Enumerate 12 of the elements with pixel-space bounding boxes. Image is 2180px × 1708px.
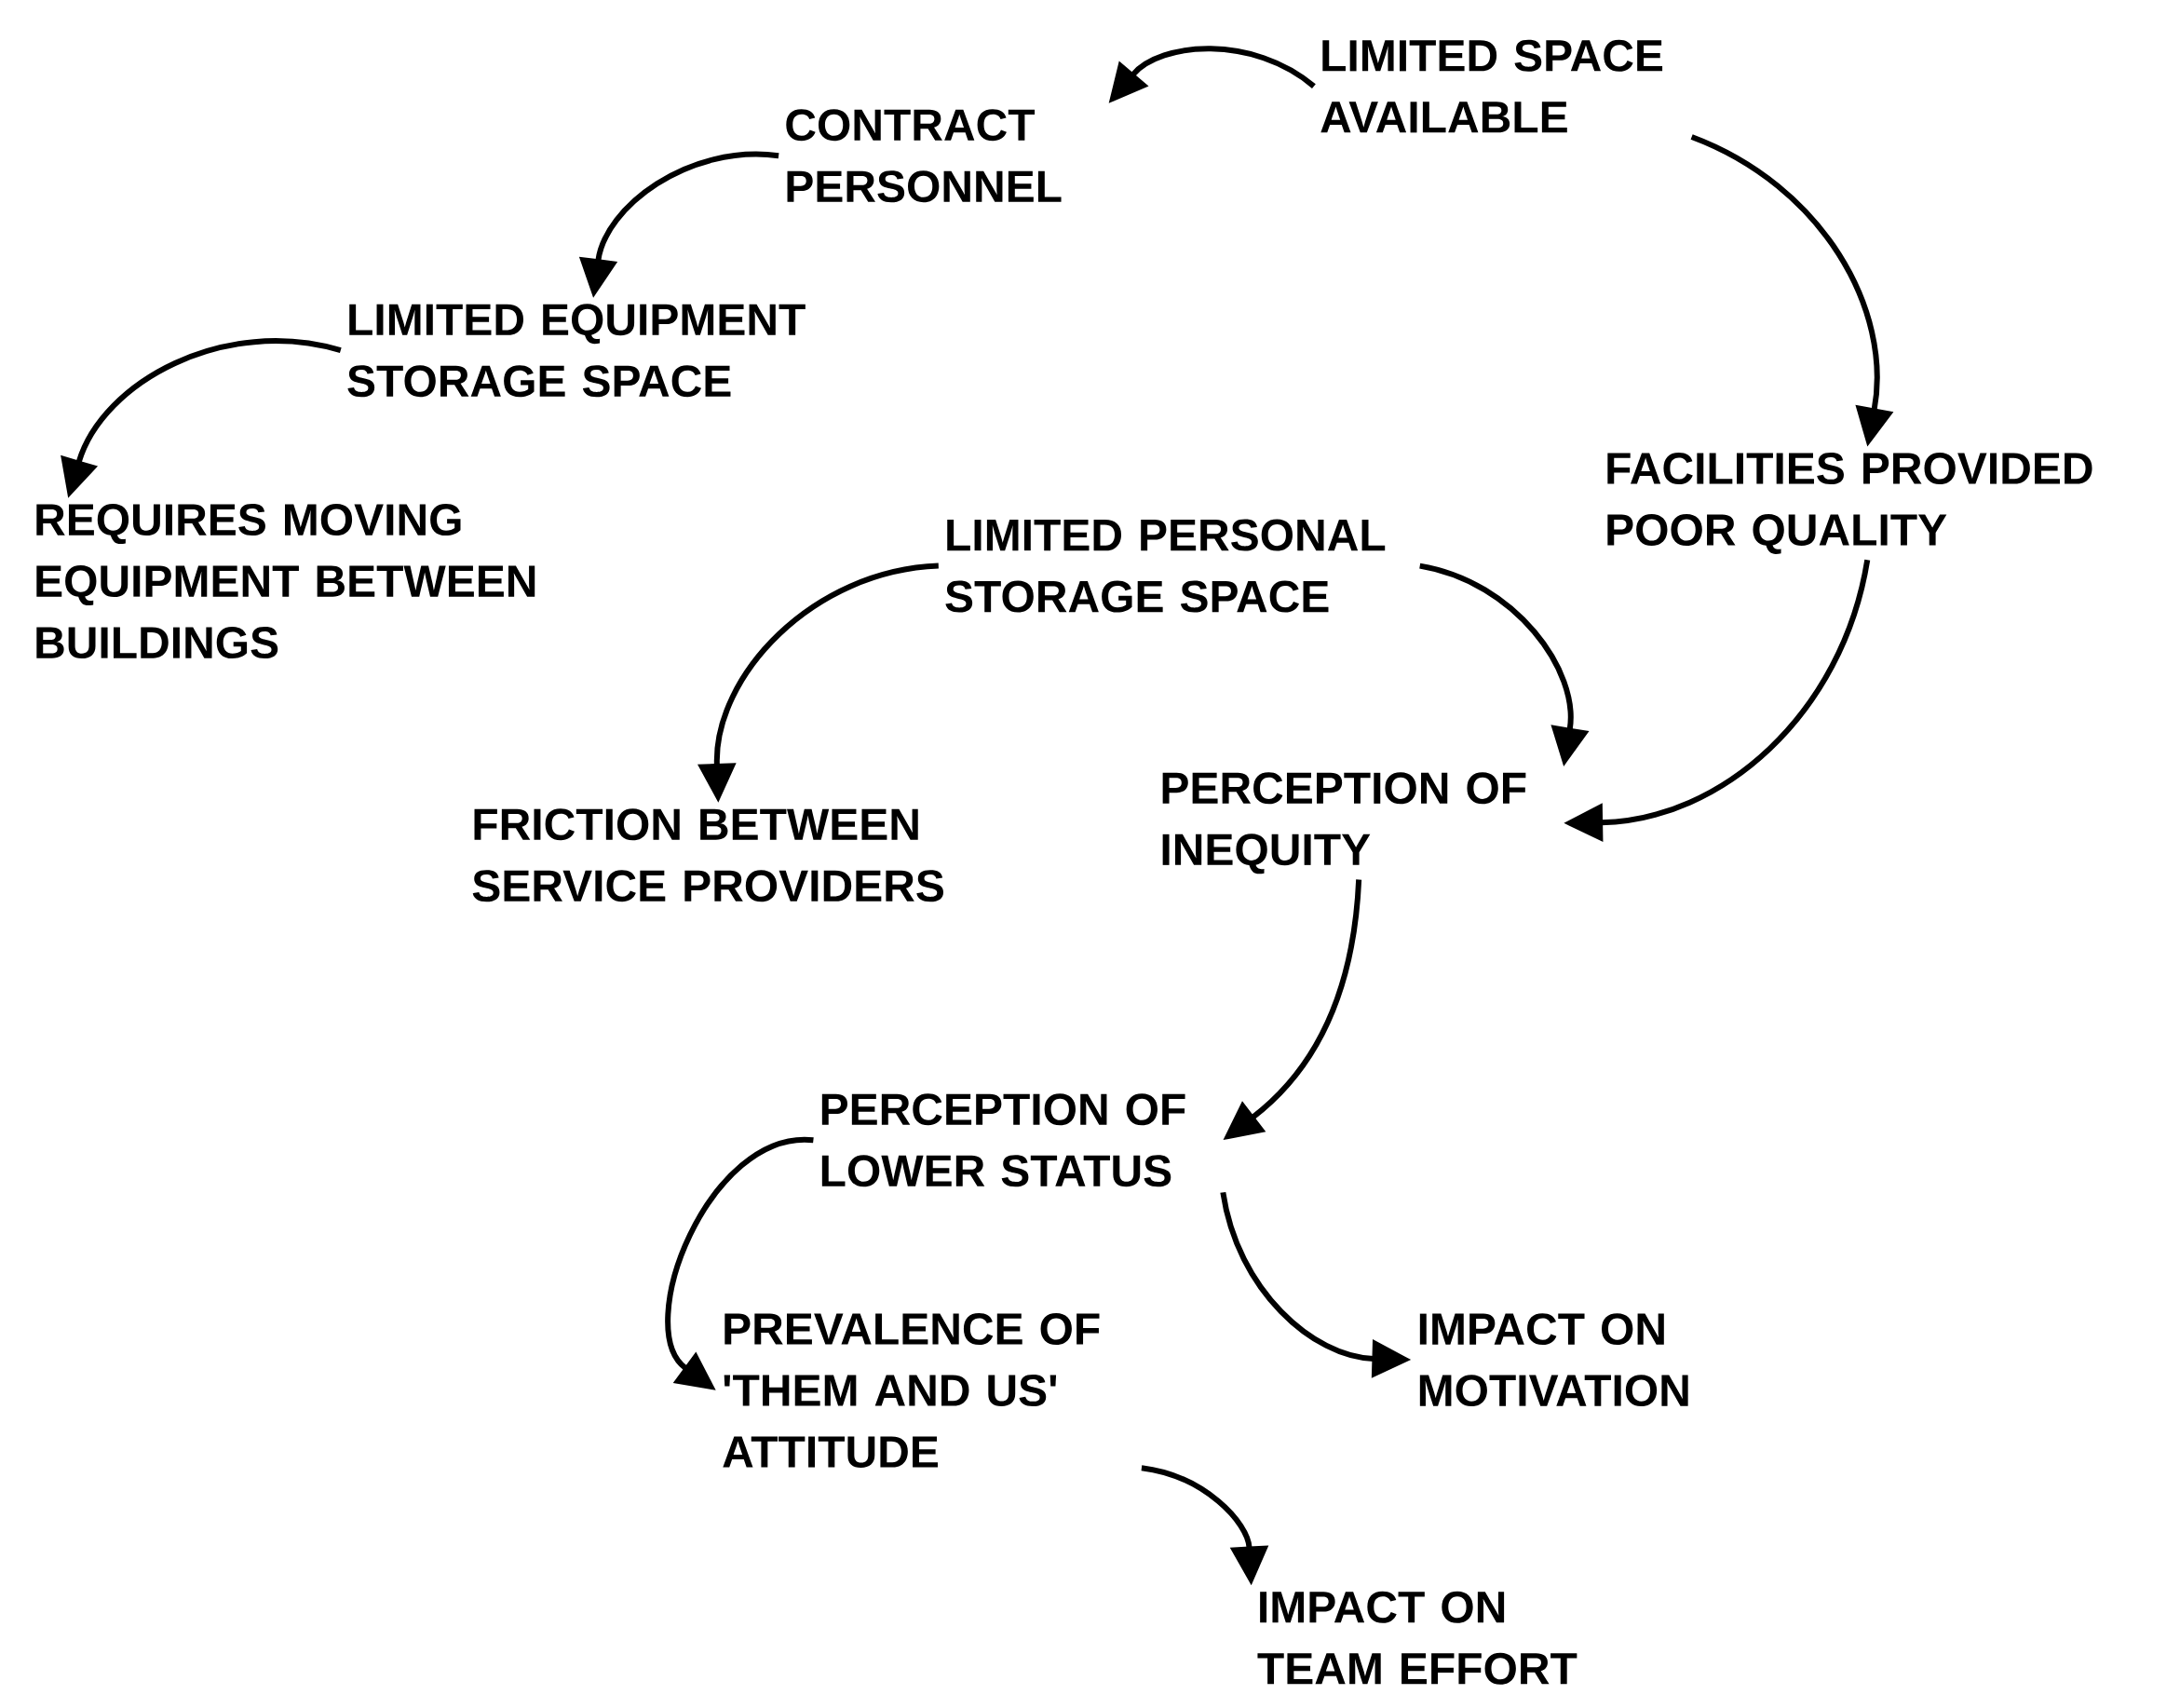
text-label: LIMITED SPACE AVAILABLE bbox=[1320, 39, 1663, 133]
text-label: IMPACT ON MOTIVATION bbox=[1419, 1313, 1688, 1407]
text-label: FACILITIES PROVIDED POOR QUALITY bbox=[1607, 453, 2092, 554]
text-label: LIMITED EQUIPMENT STORAGE SPACE bbox=[347, 304, 806, 398]
text-label: PERCEPTION OF INEQUITY bbox=[1162, 772, 1526, 874]
text-label: PERCEPTION OF LOWER STATUS bbox=[821, 1093, 1185, 1187]
text-label: REQUIRES MOVING EQUIPMENT BETWEEN BUILDINGS bbox=[36, 504, 535, 659]
text-label: FRICTION BETWEEN SERVICE PROVIDERS bbox=[472, 808, 943, 902]
text-label: PREVALENCE OF 'THEM AND US' ATTITUDE bbox=[723, 1313, 1100, 1468]
text-label: IMPACT ON TEAM EFFORT bbox=[1257, 1591, 1577, 1685]
text-label: LIMITED PERSONAL STORAGE SPACE bbox=[945, 519, 1386, 613]
text-label: CONTRACT PERSONNEL bbox=[786, 109, 1062, 203]
